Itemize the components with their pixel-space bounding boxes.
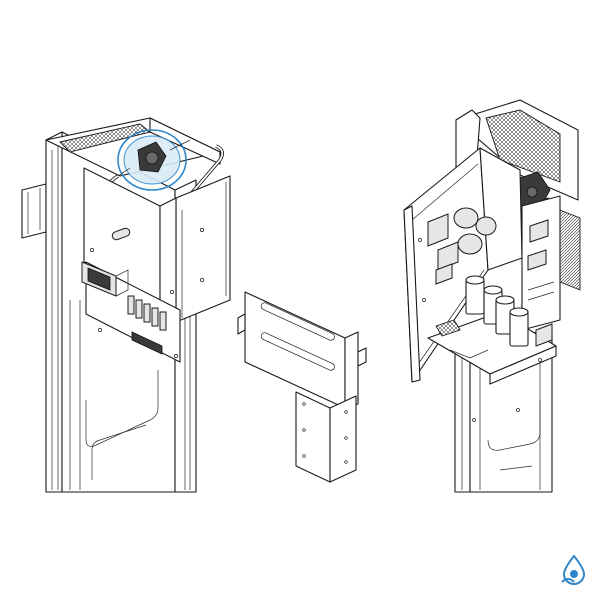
left-fan-assembly — [117, 129, 191, 191]
left-panel-grommet — [111, 227, 131, 241]
middle-cover-panel — [237, 291, 367, 483]
brand-logo — [561, 554, 586, 586]
right-capacitors — [465, 275, 529, 347]
fan-highlight-ring — [117, 129, 187, 191]
middle-slot-upper — [260, 302, 335, 341]
right-unit — [403, 99, 581, 493]
right-tray-vent — [435, 319, 461, 337]
right-column-body — [454, 341, 471, 493]
left-column-body — [45, 131, 63, 493]
left-connector-row — [127, 295, 167, 331]
right-top-grille — [485, 109, 561, 183]
left-control-box — [175, 175, 231, 323]
left-cable-clamp — [131, 331, 163, 355]
right-terminal — [535, 323, 553, 347]
left-terminal-block — [81, 261, 129, 297]
left-unit — [21, 117, 231, 493]
left-side-bracket — [21, 183, 47, 239]
right-choke-coils — [427, 207, 497, 285]
middle-slot-lower — [260, 332, 335, 371]
right-heatsink-fins — [559, 209, 581, 291]
water-drop-icon — [562, 554, 586, 586]
middle-lower-panel — [295, 391, 331, 483]
